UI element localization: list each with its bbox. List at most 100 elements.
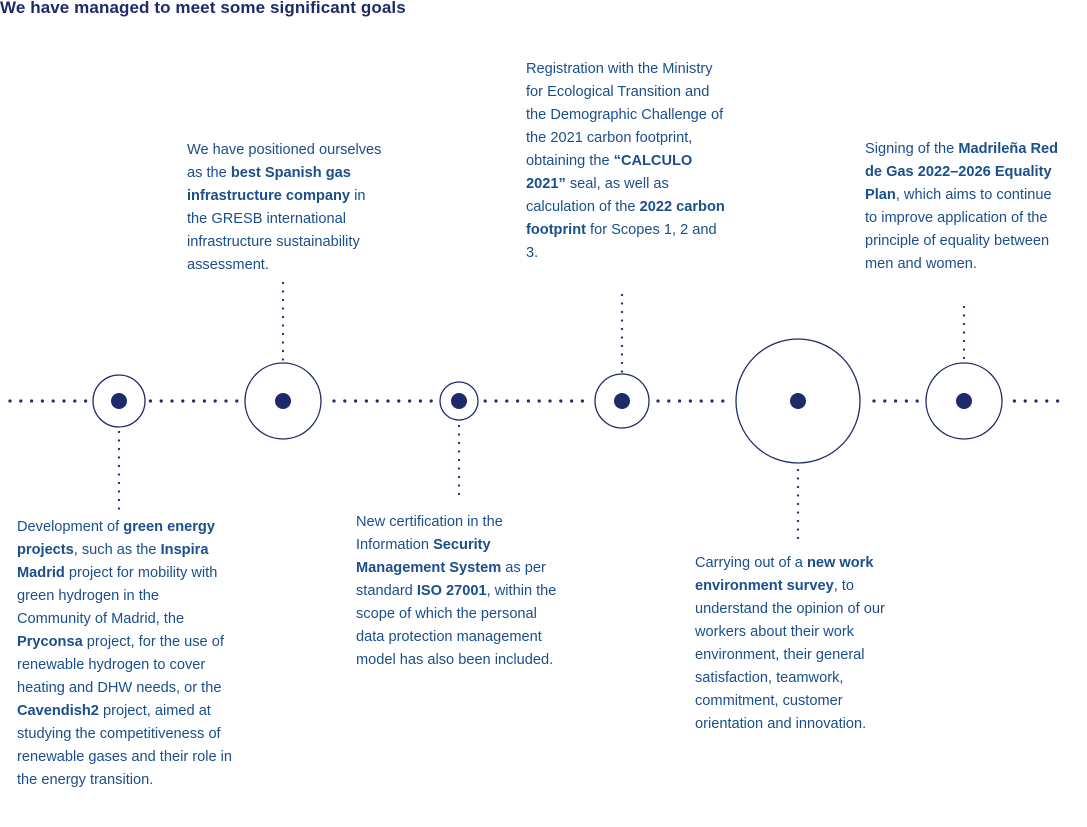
milestone-text-segment: We have positioned ourselves as the xyxy=(187,142,382,181)
milestone-text-segment: Inspira Madrid xyxy=(17,542,209,581)
axis-dot xyxy=(1056,399,1060,403)
connector-dot-work-environment-survey xyxy=(796,528,800,531)
milestone-text-segment: Cavendish2 xyxy=(17,703,99,719)
milestone-dot-work-environment-survey xyxy=(790,393,806,409)
axis-dot xyxy=(678,399,682,403)
connector-dot-equality-plan xyxy=(962,331,966,334)
axis-dot xyxy=(699,399,703,403)
axis-dot xyxy=(904,399,909,403)
connector-dot-green-energy-projects xyxy=(117,456,121,459)
milestone-text-green-energy-projects: Development of green energy projects, su… xyxy=(17,516,232,792)
axis-dot xyxy=(51,399,55,403)
milestone-text-segment: , such as the xyxy=(73,542,161,558)
milestone-text-carbon-footprint: Registration with the Ministry for Ecolo… xyxy=(526,58,726,265)
axis-dot xyxy=(224,399,228,403)
page-title: We have managed to meet some significant… xyxy=(0,0,406,17)
connector-dot-green-energy-projects xyxy=(117,490,121,493)
axis-dot xyxy=(721,399,725,403)
axis-dot xyxy=(192,399,196,403)
axis-dot xyxy=(235,399,239,403)
milestone-text-work-environment-survey: Carrying out of a new work environment s… xyxy=(695,552,910,736)
axis-dot xyxy=(1045,399,1049,403)
axis-dot xyxy=(429,399,433,403)
milestone-text-segment: as per standard xyxy=(356,560,546,599)
milestone-text-segment: Signing of the xyxy=(865,141,959,157)
milestone-text-segment: , to understand the opinion of our worke… xyxy=(695,578,885,732)
milestone-dot-green-energy-projects xyxy=(111,393,127,409)
milestone-text-segment: 2022 carbon footprint xyxy=(526,199,725,238)
connector-dot-green-energy-projects xyxy=(117,498,121,502)
axis-dot xyxy=(332,399,336,403)
axis-dot xyxy=(505,399,509,403)
milestone-dot-carbon-footprint xyxy=(614,393,630,409)
connector-dot-carbon-footprint xyxy=(620,353,624,356)
axis-dot xyxy=(40,399,45,403)
milestone-dot-iso-27001 xyxy=(451,393,467,409)
connector-dot-carbon-footprint xyxy=(620,336,624,339)
axis-dot xyxy=(375,399,379,403)
milestone-text-segment: Registration with the Ministry for Ecolo… xyxy=(526,61,724,169)
timeline-axis xyxy=(8,399,1060,403)
connector-dot-carbon-footprint xyxy=(620,319,624,322)
milestone-text-segment: New certification in the Information xyxy=(356,514,503,553)
connector-dot-equality-plan xyxy=(962,322,966,326)
connector-dot-gresb-assessment xyxy=(281,315,285,319)
connector-dot-equality-plan xyxy=(962,348,966,351)
milestone-text-segment: Development of xyxy=(17,519,124,535)
milestone-text-segment: new work environment survey xyxy=(695,555,874,594)
connector-dot-green-energy-projects xyxy=(117,439,121,442)
connector-dot-work-environment-survey xyxy=(796,502,800,506)
connector-dot-work-environment-survey xyxy=(796,468,800,472)
connector-dot-green-energy-projects xyxy=(117,507,121,510)
axis-dot xyxy=(483,399,487,403)
connector-dot-carbon-footprint xyxy=(620,310,624,314)
milestone-text-segment: Pryconsa xyxy=(17,634,83,650)
axis-dot xyxy=(688,399,693,403)
connector-dot-green-energy-projects xyxy=(117,430,121,434)
connector-dot-gresb-assessment xyxy=(281,332,285,336)
axis-dot xyxy=(548,399,552,403)
axis-dot xyxy=(537,399,541,403)
milestone-text-segment: , within the scope of which the personal… xyxy=(356,583,557,668)
axis-dot xyxy=(516,399,520,403)
milestone-ring-carbon-footprint xyxy=(594,373,650,429)
axis-dot xyxy=(883,399,887,403)
connector-dot-gresb-assessment xyxy=(281,290,285,293)
connector-dot-carbon-footprint xyxy=(620,293,624,297)
connector-dot-equality-plan xyxy=(962,314,966,317)
milestone-text-segment: project, aimed at studying the competiti… xyxy=(17,703,232,788)
connector-dot-equality-plan xyxy=(962,339,966,343)
axis-dot xyxy=(408,399,412,403)
milestone-text-segment: Madrileña Red de Gas 2022–2026 Equality … xyxy=(865,141,1059,203)
milestone-ring-iso-27001 xyxy=(439,381,479,421)
connector-dot-iso-27001 xyxy=(457,492,461,496)
axis-dot xyxy=(1012,399,1017,403)
axis-dot xyxy=(364,399,368,403)
milestone-text-equality-plan: Signing of the Madrileña Red de Gas 2022… xyxy=(865,138,1065,276)
milestone-text-segment: “CALCULO 2021” xyxy=(526,153,693,192)
connector-dot-gresb-assessment xyxy=(281,324,285,327)
axis-dot xyxy=(915,399,919,403)
milestone-text-segment: ISO 27001 xyxy=(416,583,487,599)
axis-dot xyxy=(580,399,585,403)
milestone-text-segment: best Spanish gas infrastructure company xyxy=(187,165,351,204)
milestone-text-segment: , which aims to continue to improve appl… xyxy=(865,187,1052,272)
axis-dot xyxy=(494,399,498,403)
connector-dot-carbon-footprint xyxy=(620,344,624,348)
connector-dot-gresb-assessment xyxy=(281,349,285,353)
connector-dot-iso-27001 xyxy=(457,424,461,428)
connector-dot-green-energy-projects xyxy=(117,473,121,476)
axis-dot xyxy=(181,399,185,403)
axis-dot xyxy=(656,399,660,403)
connector-dot-iso-27001 xyxy=(457,458,461,462)
milestone-text-segment: green energy projects xyxy=(17,519,215,558)
connector-dot-iso-27001 xyxy=(457,475,461,479)
axis-dot xyxy=(1023,399,1027,403)
axis-dot xyxy=(159,399,163,403)
milestone-text-segment: seal, as well as calculation of the xyxy=(526,176,669,215)
connector-dot-iso-27001 xyxy=(457,433,461,436)
axis-dot xyxy=(710,399,714,403)
axis-dot xyxy=(213,399,217,403)
connector-dot-carbon-footprint xyxy=(620,327,624,331)
milestone-ring-green-energy-projects xyxy=(92,374,146,428)
